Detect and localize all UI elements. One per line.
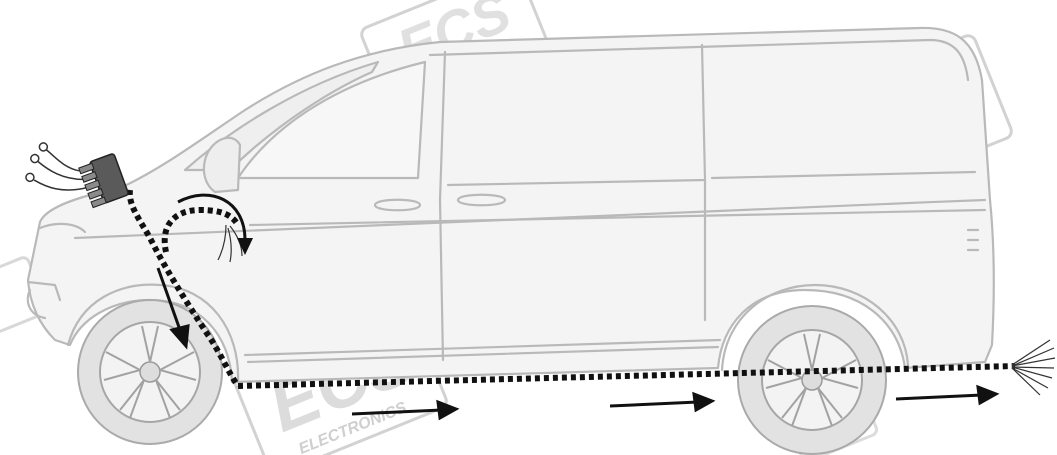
ring-terminal-leads <box>17 134 86 206</box>
wire-bundle-icon <box>1012 340 1055 395</box>
arrow-right-icon <box>610 394 712 410</box>
rear-wheel <box>738 306 886 454</box>
arrow-right-icon <box>896 387 996 403</box>
door-handle-slide <box>458 195 505 206</box>
front-wheel <box>78 300 222 444</box>
door-handle-front <box>375 200 420 211</box>
